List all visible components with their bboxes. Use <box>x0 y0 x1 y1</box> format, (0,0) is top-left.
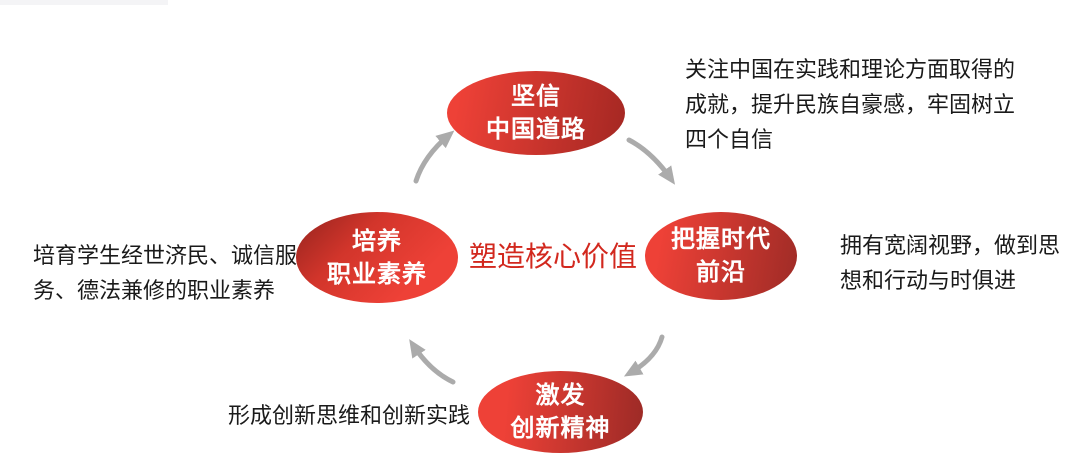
node-label-line: 激发 <box>535 382 586 409</box>
node-believe-china-path: 坚信 中国道路 <box>447 71 625 155</box>
annotation-top-right: 关注中国在实践和理论方面取得的 成就，提升民族自豪感，牢固树立 四个自信 <box>685 52 1015 157</box>
annotation-line: 形成创新思维和创新实践 <box>228 403 471 428</box>
annotation-line: 关注中国在实践和理论方面取得的 <box>685 57 1016 82</box>
annotation-right: 拥有宽阔视野，做到思 想和行动与时俱进 <box>840 228 1060 298</box>
arrow-top-to-right-icon <box>626 137 676 185</box>
center-title: 塑造核心价值 <box>468 241 637 272</box>
node-label-line: 前沿 <box>696 259 746 286</box>
arrow-right-to-bottom-icon <box>623 334 665 377</box>
annotation-left: 培育学生经世济民、诚信服 务、德法兼修的职业素养 <box>33 238 297 308</box>
node-label-line: 把握时代 <box>671 226 771 253</box>
annotation-line: 拥有宽阔视野，做到思 <box>840 233 1061 258</box>
node-professional-quality: 培养 职业素养 <box>296 212 458 303</box>
annotation-line: 务、德法兼修的职业素养 <box>33 278 276 303</box>
annotation-line: 想和行动与时俱进 <box>840 268 1017 293</box>
annotation-line: 四个自信 <box>685 127 774 152</box>
annotation-line: 成就，提升民族自豪感，牢固树立 <box>685 92 1016 117</box>
arrow-bottom-to-left-icon <box>409 339 456 385</box>
node-label-line: 创新精神 <box>510 415 611 442</box>
annotation-line: 培育学生经世济民、诚信服 <box>33 243 298 268</box>
node-grasp-era-frontier: 把握时代 前沿 <box>645 212 797 300</box>
arrow-left-to-top-icon <box>413 130 455 184</box>
node-label-line: 培养 <box>352 227 402 255</box>
node-label-line: 中国道路 <box>486 116 586 143</box>
node-label-line: 职业素养 <box>327 260 427 288</box>
node-label-line: 坚信 <box>511 83 561 110</box>
annotation-bottom: 形成创新思维和创新实践 <box>228 401 470 431</box>
node-inspire-innovation: 激发 创新精神 <box>478 371 643 453</box>
top-edge-strip <box>0 0 168 5</box>
